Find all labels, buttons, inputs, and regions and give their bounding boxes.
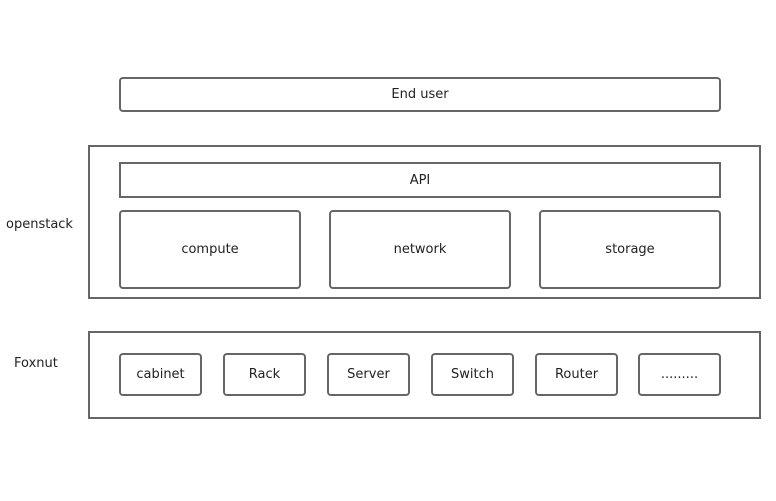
network-label: network <box>393 242 447 257</box>
openstack-label: openstack <box>6 217 73 232</box>
router-label: Router <box>554 367 599 382</box>
compute-label: compute <box>181 242 239 257</box>
api-box: API <box>119 162 721 198</box>
switch-box: Switch <box>431 353 514 396</box>
storage-label: storage <box>605 242 655 257</box>
server-box: Server <box>327 353 410 396</box>
compute-box: compute <box>119 210 301 289</box>
end-user-label: End user <box>391 87 449 102</box>
rack-label: Rack <box>248 367 281 382</box>
api-label: API <box>409 172 431 188</box>
router-box: Router <box>535 353 618 396</box>
server-label: Server <box>347 367 390 382</box>
storage-box: storage <box>539 210 721 289</box>
foxnut-label: Foxnut <box>14 356 58 371</box>
end-user-box: End user <box>119 77 721 112</box>
ellipsis-box: ......... <box>638 353 721 396</box>
cabinet-label: cabinet <box>136 367 185 382</box>
switch-label: Switch <box>451 367 494 382</box>
network-box: network <box>329 210 511 289</box>
rack-box: Rack <box>223 353 306 396</box>
ellipsis-label: ......... <box>660 367 699 382</box>
cabinet-box: cabinet <box>119 353 202 396</box>
